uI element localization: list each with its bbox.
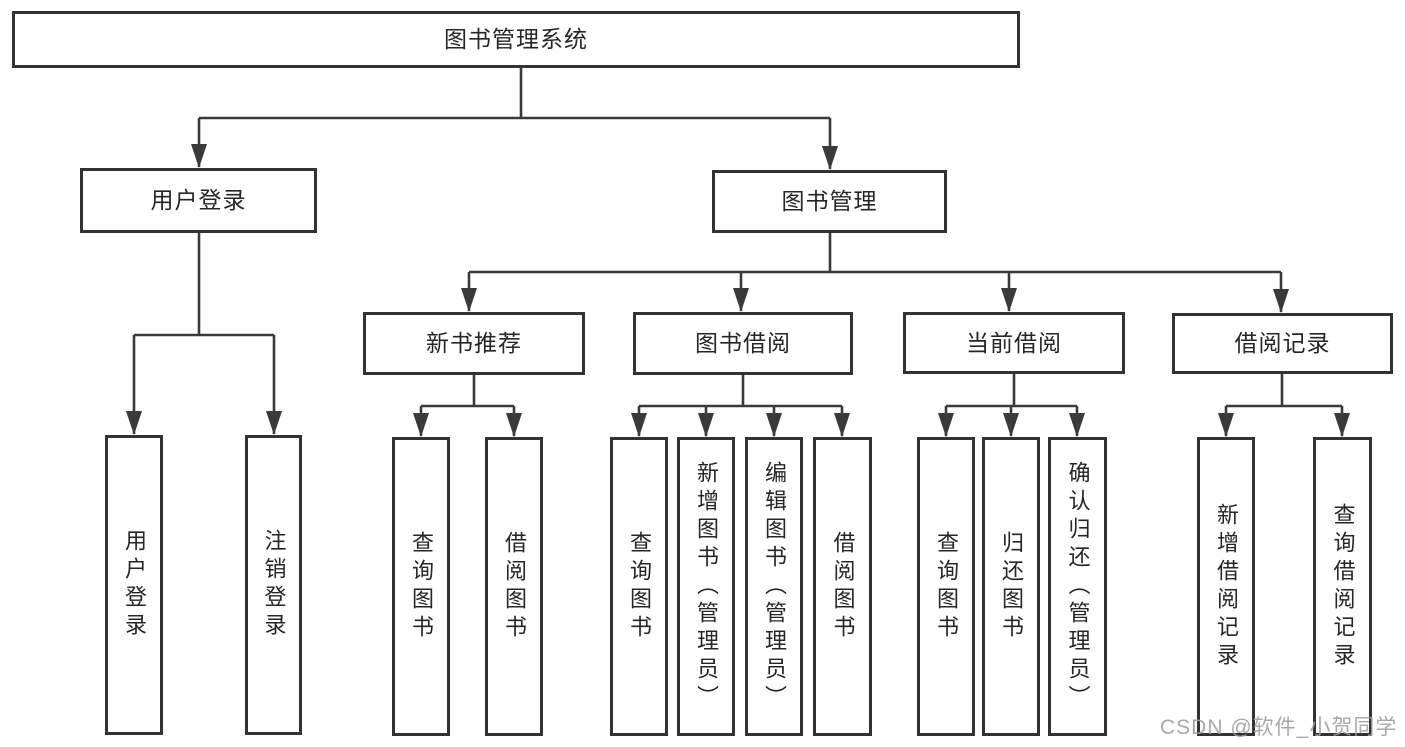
node-borrowing-query-books: 查询图书 xyxy=(610,437,668,736)
node-label: 图书管理 xyxy=(781,188,878,214)
node-query-borrow-record: 查询借阅记录 xyxy=(1313,437,1372,736)
node-book-borrowing: 图书借阅 xyxy=(633,312,853,375)
csdn-watermark: CSDN @软件_小贺同学 xyxy=(1160,716,1398,739)
node-confirm-return-admin: 确认归还（管理员） xyxy=(1048,437,1107,736)
node-recommend-query-books: 查询图书 xyxy=(392,437,450,736)
node-label: 借阅图书 xyxy=(830,530,856,643)
node-label: 查询图书 xyxy=(627,530,652,643)
node-return-books: 归还图书 xyxy=(982,437,1040,736)
node-label: 编辑图书（管理员） xyxy=(762,460,787,713)
node-current-query-books: 查询图书 xyxy=(917,437,975,736)
node-logout: 注销登录 xyxy=(245,435,302,735)
node-label: 借阅记录 xyxy=(1234,330,1331,356)
node-label: 用户登录 xyxy=(122,529,147,641)
node-user-login-action: 用户登录 xyxy=(105,435,163,735)
node-label: 新增借阅记录 xyxy=(1214,502,1239,671)
node-new-book-recommendation: 新书推荐 xyxy=(363,312,585,375)
node-recommend-borrow-books: 借阅图书 xyxy=(485,437,543,736)
node-borrowing-records: 借阅记录 xyxy=(1172,313,1393,374)
node-label: 查询图书 xyxy=(934,530,959,643)
node-library-management-system: 图书管理系统 xyxy=(12,11,1020,68)
node-label: 新增图书（管理员） xyxy=(694,460,719,713)
node-label: 图书管理系统 xyxy=(444,26,588,52)
node-label: 归还图书 xyxy=(999,530,1024,643)
node-label: 借阅图书 xyxy=(502,530,527,643)
node-edit-books-admin: 编辑图书（管理员） xyxy=(745,437,803,736)
node-label: 当前借阅 xyxy=(966,329,1062,356)
node-borrowing-borrow-books: 借阅图书 xyxy=(813,437,872,736)
node-current-borrowing: 当前借阅 xyxy=(903,312,1125,374)
node-label: 用户登录 xyxy=(150,187,247,213)
node-label: 图书借阅 xyxy=(695,330,791,356)
node-add-books-admin: 新增图书（管理员） xyxy=(677,437,735,736)
node-label: 注销登录 xyxy=(261,529,287,641)
node-label: 查询借阅记录 xyxy=(1330,502,1356,671)
node-label: 新书推荐 xyxy=(426,330,522,356)
node-label: 查询图书 xyxy=(409,530,434,643)
node-label: 确认归还（管理员） xyxy=(1065,460,1091,713)
node-add-borrow-record: 新增借阅记录 xyxy=(1197,437,1255,736)
node-book-management: 图书管理 xyxy=(712,170,947,233)
node-user-login: 用户登录 xyxy=(80,168,317,233)
